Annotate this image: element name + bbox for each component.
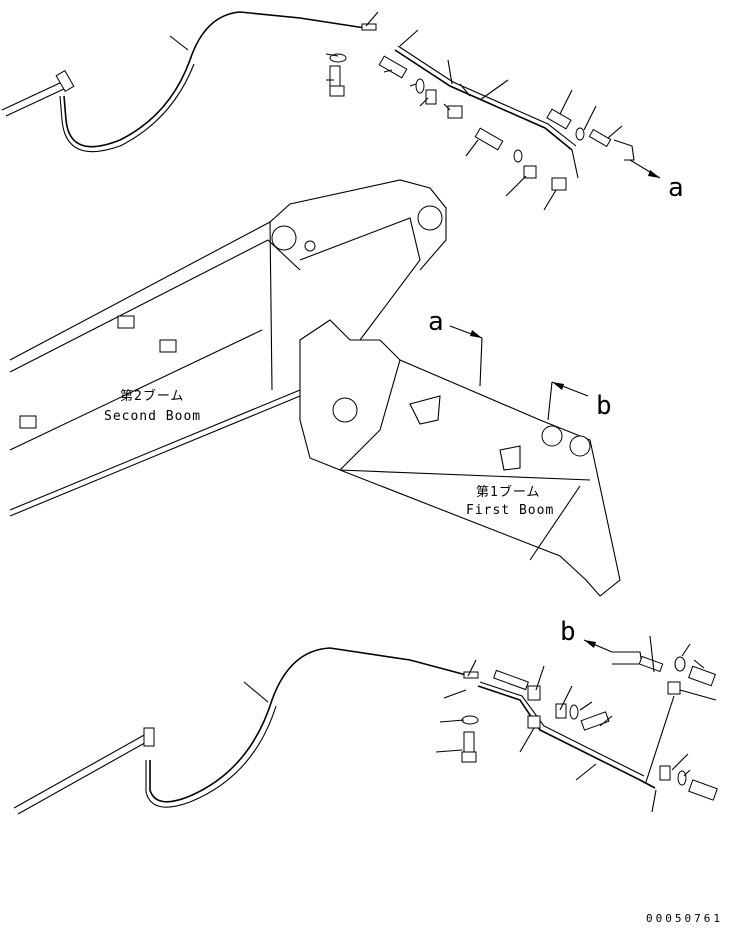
washer-icon	[569, 704, 579, 720]
bolt-icon	[474, 127, 504, 151]
second-boom: 第2ブーム Second Boom	[9, 179, 447, 517]
bolt-icon	[688, 779, 718, 801]
hose-fitting-icon	[55, 70, 75, 92]
bolt-icon	[378, 55, 408, 79]
arrow-b-bottom-label: b	[560, 617, 576, 647]
clamp-icon	[555, 703, 567, 719]
bolt-icon	[688, 665, 716, 687]
clamp-icon	[523, 165, 537, 179]
clamp-icon	[425, 89, 437, 105]
pipe-end-icon	[361, 23, 377, 31]
pipe-end-icon	[463, 671, 479, 679]
clamp-icon	[19, 415, 37, 429]
clamp-icon	[551, 177, 567, 191]
drawing-number: 00050761	[646, 912, 723, 925]
bolt-head-icon	[329, 85, 345, 97]
u-bolt-icon	[612, 651, 643, 665]
first-boom-label-en: First Boom	[466, 503, 554, 518]
first-boom: 第1ブーム First Boom a b	[299, 307, 621, 597]
second-boom-label-en: Second Boom	[104, 409, 201, 424]
washer-icon	[575, 127, 585, 141]
clamp-icon	[527, 715, 541, 729]
bolt-head-icon	[461, 751, 477, 763]
washer-icon	[461, 715, 479, 725]
clamp-icon	[638, 655, 664, 673]
washer-icon	[513, 149, 523, 163]
washer-icon	[415, 78, 425, 94]
arrow-a-label: a	[668, 173, 684, 203]
bottom-pipe-assembly: b	[13, 617, 718, 815]
clamp-icon	[588, 128, 612, 148]
u-bolt-icon	[613, 139, 635, 161]
bolt-icon	[580, 711, 610, 731]
washer-icon	[677, 770, 687, 786]
hose-fitting-icon	[143, 727, 155, 747]
second-boom-label-jp: 第2ブーム	[120, 388, 184, 404]
clamp-icon	[667, 681, 681, 695]
arrow-b-mid-label: b	[596, 391, 612, 421]
clamp-icon	[117, 315, 135, 329]
bolt-icon	[546, 108, 572, 130]
arrow-a-mid-label: a	[428, 307, 444, 337]
clamp-icon	[493, 669, 529, 691]
clamp-icon	[447, 105, 463, 119]
washer-icon	[329, 53, 347, 63]
clamp-icon	[159, 339, 177, 353]
clamp-icon	[527, 685, 541, 701]
washer-icon	[674, 656, 686, 672]
top-pipe-assembly: a	[1, 11, 684, 211]
first-boom-label-jp: 第1ブーム	[476, 484, 540, 500]
clamp-icon	[659, 765, 671, 781]
